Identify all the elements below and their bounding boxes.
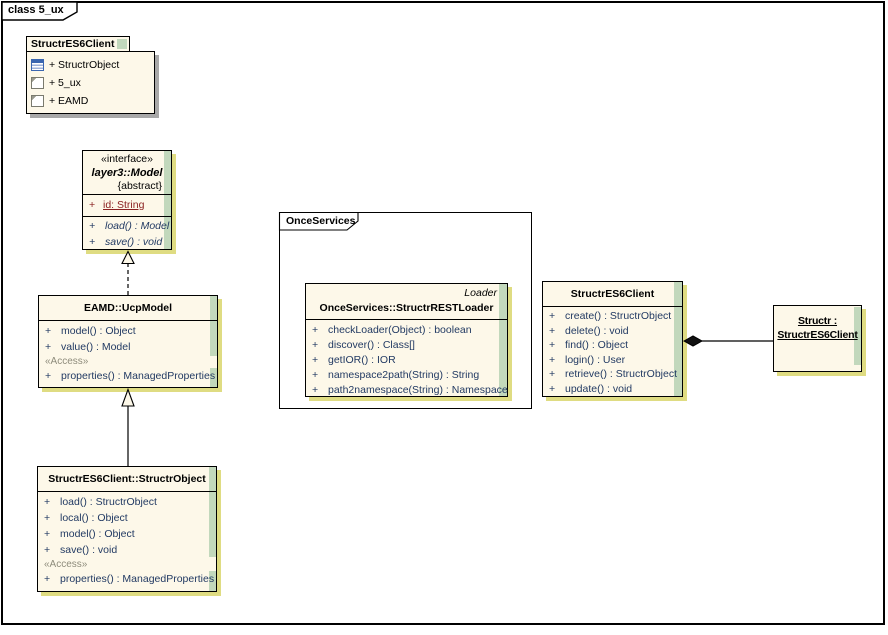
diagram-frame xyxy=(1,1,885,625)
status-strip xyxy=(499,284,507,396)
class-name: StructrES6Client::StructrObject xyxy=(38,467,216,492)
status-strip xyxy=(854,307,861,365)
access-stereotype: «Access» xyxy=(45,356,89,367)
access-stereotype: «Access» xyxy=(44,559,88,570)
status-strip xyxy=(164,151,171,249)
operation-discover: + discover() : Class[] xyxy=(312,339,415,351)
operation-retrieve: + retrieve() : StructrObject xyxy=(549,368,678,380)
onceservices-frame-label: OnceServices xyxy=(286,215,356,227)
status-strip xyxy=(210,368,217,387)
operation-properties: + properties() : ManagedProperties xyxy=(45,370,216,382)
operation-value: + value() : Model xyxy=(45,341,131,353)
package-frame-onceservices[interactable] xyxy=(279,212,532,409)
interface-stereotype: «interface» xyxy=(101,153,153,165)
class-onceservices-structrrestloader[interactable]: Loader OnceServices::StructrRESTLoader +… xyxy=(305,283,508,397)
status-strip xyxy=(210,296,217,356)
instance-name-line2: StructrES6Client xyxy=(777,329,858,341)
operation-save: + save() : void xyxy=(44,544,118,556)
interface-header: «interface» layer3::Model {abstract} xyxy=(83,151,171,195)
class-name: EAMD::UcpModel xyxy=(39,296,217,321)
operation-delete: + delete() : void xyxy=(549,324,629,337)
package-item-label: + 5_ux xyxy=(49,77,81,89)
instance-name-line1: Structr : xyxy=(797,315,838,327)
package-status-strip xyxy=(117,39,127,49)
package-item-eamd[interactable]: + EAMD xyxy=(27,92,154,110)
package-item-structrobject[interactable]: + StructrObject xyxy=(27,56,154,74)
operation-load: + load() : Model xyxy=(89,220,170,232)
status-strip xyxy=(674,282,682,396)
class-name: StructrES6Client xyxy=(543,282,682,307)
status-strip xyxy=(209,571,216,591)
operation-properties: + properties() : ManagedProperties xyxy=(44,573,215,585)
parent-class-label: Loader xyxy=(464,287,497,299)
interface-name: layer3::Model xyxy=(91,167,163,179)
operation-local: + local() : Object xyxy=(44,512,128,524)
interface-layer3-model[interactable]: «interface» layer3::Model {abstract} + i… xyxy=(82,150,172,250)
package-header[interactable]: StructrES6Client xyxy=(26,36,130,52)
class-structres6client-structrobject[interactable]: StructrES6Client::StructrObject + load()… xyxy=(37,466,217,592)
operation-save: + save() : void xyxy=(89,236,163,248)
package-item-label: + StructrObject xyxy=(49,59,120,71)
interface-attributes: + id: String xyxy=(83,195,171,217)
operation-create: + create() : StructrObject xyxy=(549,310,672,322)
package-name: StructrES6Client xyxy=(31,38,115,50)
frame-label: class 5_ux xyxy=(8,4,64,16)
package-item-label: + EAMD xyxy=(49,95,89,107)
operation-update: + update() : void xyxy=(549,382,633,395)
operation-model: + model() : Object xyxy=(45,325,136,337)
class-eamd-ucpmodel[interactable]: EAMD::UcpModel + model() : Object + valu… xyxy=(38,295,218,388)
operation-namespace2path: + namespace2path(String) : String xyxy=(312,369,480,381)
class-header: Loader OnceServices::StructrRESTLoader xyxy=(306,284,507,320)
object-structr-instance[interactable]: Structr : StructrES6Client xyxy=(773,305,862,372)
interface-modifier: {abstract} xyxy=(117,180,162,192)
operation-login: + login() : User xyxy=(549,353,626,366)
class-name: OnceServices::StructrRESTLoader xyxy=(319,302,494,314)
package-structres6client[interactable]: + StructrObject + 5_ux + EAMD xyxy=(26,51,155,114)
diagram-icon xyxy=(31,95,44,107)
package-item-5ux[interactable]: + 5_ux xyxy=(27,74,154,92)
diagram-icon xyxy=(31,77,44,89)
operation-getior: + getIOR() : IOR xyxy=(312,354,396,366)
attribute-id: + id: String xyxy=(89,199,145,211)
interface-operations: + load() : Model + save() : void xyxy=(83,217,171,250)
operation-path2namespace: + path2namespace(String) : Namespace xyxy=(312,384,508,396)
operation-checkloader: + checkLoader(Object) : boolean xyxy=(312,324,472,336)
operation-find: + find() : Object xyxy=(549,339,629,351)
operation-load: + load() : StructrObject xyxy=(44,496,157,508)
class-icon xyxy=(31,59,44,71)
status-strip xyxy=(209,467,216,557)
operation-model: + model() : Object xyxy=(44,528,135,540)
class-structres6client[interactable]: StructrES6Client + create() : StructrObj… xyxy=(542,281,683,397)
